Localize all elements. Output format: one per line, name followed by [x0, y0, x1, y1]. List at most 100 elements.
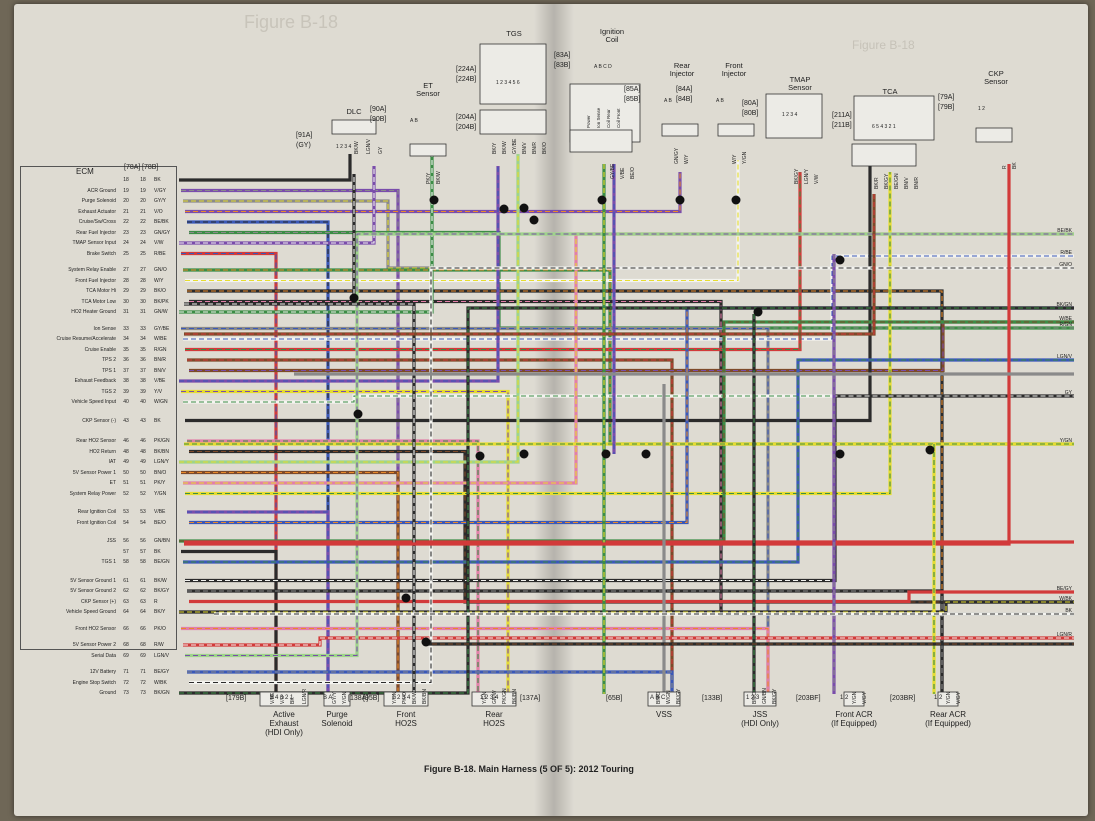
ecm-wire-code: BN/O — [154, 469, 167, 476]
vertical-wire-code: GY/BE — [512, 138, 518, 154]
splice-dot-1 — [499, 204, 509, 214]
ecm-pin-label: System Relay Enable — [68, 267, 116, 273]
ecm-pin-number-b: 37 — [140, 367, 146, 374]
top-component-box — [851, 143, 917, 167]
bottom-connector-pins: 1 2 3 — [746, 695, 760, 701]
ecm-pin-label: Vehicle Speed Input — [71, 399, 116, 405]
ecm-pin-number-b: 36 — [140, 357, 146, 363]
vertical-wire-code: BN/V — [904, 177, 910, 189]
wire-gn-o-stripe — [183, 269, 1074, 445]
ghost-bleed-text-right: Figure B-18 — [852, 38, 915, 52]
vertical-wire-code: GN/BN — [762, 688, 768, 704]
ecm-wire-code: PK/O — [154, 625, 166, 632]
ecm-wire-code: R/W — [154, 642, 164, 648]
right-wire-code: W/BK — [1059, 596, 1072, 602]
bottom-component-label: VSS — [655, 710, 672, 719]
top-connector-pins: A B — [716, 98, 724, 104]
ecm-wire-code: GY/BE — [154, 325, 170, 332]
ecm-pin-number-b: 52 — [140, 490, 146, 497]
ecm-pin-label: TGS 1 — [101, 559, 116, 565]
bottom-connector-box — [323, 691, 351, 707]
ecm-pin-label: ET — [109, 480, 116, 486]
splice-dot-8 — [353, 409, 363, 419]
ecm-conn-78a: [78A] — [124, 164, 141, 171]
right-wire-code: R/GN — [1059, 322, 1073, 328]
ecm-pin-number-a: 36 — [123, 357, 129, 363]
splice-dot-10 — [519, 449, 529, 459]
ecm-pin-number-a: 24 — [123, 240, 129, 246]
top-component-box — [717, 123, 755, 137]
ecm-pin-label: TGS 2 — [101, 388, 116, 395]
splice-dot-2 — [519, 203, 529, 213]
ecm-pin-number-b: 22 — [140, 219, 146, 225]
ecm-wire-code: GN/BN — [154, 538, 170, 544]
ecm-wire-code: BK — [154, 548, 161, 555]
bottom-connector-box — [843, 691, 865, 707]
ghost-bleed-text-left: Figure B-18 — [244, 12, 339, 32]
ecm-pin-label: Rear HO2 Sensor — [76, 438, 116, 444]
ecm-wire-code: BK/W — [154, 577, 167, 584]
top-connector-id: [91A] — [296, 132, 313, 139]
ecm-pin-number-a: 43 — [123, 417, 129, 424]
vertical-wire-code: Y/GN — [852, 691, 858, 704]
ecm-pin-number-a: 33 — [123, 325, 129, 332]
top-component-box — [765, 93, 823, 139]
splice-dot-9 — [475, 451, 485, 461]
ecm-wire-code: BK/BN — [154, 448, 170, 455]
ecm-wire-code: V/W — [154, 240, 164, 246]
vertical-wire-code: BK — [290, 697, 296, 704]
top-component-box — [853, 95, 935, 141]
ecm-pin-number-a: 28 — [123, 277, 129, 284]
top-component-title: Rear Injector — [669, 61, 695, 78]
wire-be-bk — [187, 220, 330, 694]
wire-v-o-stripe — [185, 172, 681, 213]
top-connector-id: [83B] — [554, 62, 571, 69]
top-component-title: CKP Sensor — [984, 69, 1008, 86]
ignition-coil-terminal: Power — [586, 115, 591, 128]
ecm-pin-label: Purge Solenoid — [81, 198, 116, 204]
bottom-connector-box — [647, 691, 681, 707]
vertical-wire-code: BK/W — [412, 691, 418, 704]
top-component-title: TMAP Sensor — [788, 75, 812, 92]
ecm-pin-number-a: 25 — [123, 250, 129, 257]
ecm-pin-label: Cruise Enable — [84, 346, 116, 353]
ecm-pin-number-b: 51 — [140, 480, 146, 486]
ecm-pin-number-a: 51 — [123, 480, 129, 486]
bottom-connector-id: [137A] — [520, 695, 541, 702]
top-connector-id: [85B] — [624, 96, 641, 103]
ecm-pin-number-a: 18 — [123, 177, 129, 183]
vertical-wire-code: BN/O — [752, 691, 758, 704]
top-connector-id: [204B] — [456, 124, 477, 131]
ecm-pin-number-b: 18 — [140, 177, 146, 183]
ignition-coil-terminal: Ion Sense — [596, 107, 601, 128]
ecm-wire-code: BE/GY — [154, 669, 170, 675]
ecm-wire-code: W/Y — [154, 277, 164, 284]
ecm-connector-box — [20, 166, 177, 650]
top-connector-id: [83A] — [554, 52, 571, 59]
ecm-pin-number-b: 68 — [140, 642, 146, 648]
vertical-wire-code: V/O — [280, 695, 286, 704]
ecm-pin-number-a: 71 — [123, 669, 129, 675]
top-connector-id: [84B] — [676, 96, 693, 103]
bottom-connector-pins: 1 2 — [840, 695, 849, 701]
ecm-pin-number-b: 38 — [140, 378, 146, 384]
bottom-connector-id: [65B] — [606, 695, 623, 702]
ecm-pin-number-b: 56 — [140, 538, 146, 544]
wire-w-be-stripe — [183, 255, 1074, 340]
wire-w-bk-stripe — [189, 267, 1074, 684]
vertical-wire-code: BK/GY — [794, 168, 800, 184]
wire-r-be-stripe — [181, 252, 277, 694]
ecm-wire-code: BN/V — [154, 367, 166, 374]
vertical-wire-code: V/BE — [620, 167, 626, 179]
ecm-wire-code: Y/GN — [154, 490, 167, 497]
bottom-connector-box — [471, 691, 517, 707]
vertical-wire-code: BK/BN — [512, 688, 518, 704]
vertical-wire-code: LGN/Y — [804, 168, 810, 184]
vertical-wire-code: BK/W — [354, 141, 360, 154]
ecm-wire-code: BK/Y — [154, 609, 166, 615]
ecm-pin-label: Vehicle Speed Ground — [65, 609, 116, 615]
ecm-pin-label: 5V Sensor Ground 2 — [70, 588, 116, 594]
wire-be-bk-stripe — [187, 221, 329, 694]
bottom-connector-id: [138A] — [348, 695, 369, 702]
vertical-wire-code: V/W — [814, 174, 820, 184]
